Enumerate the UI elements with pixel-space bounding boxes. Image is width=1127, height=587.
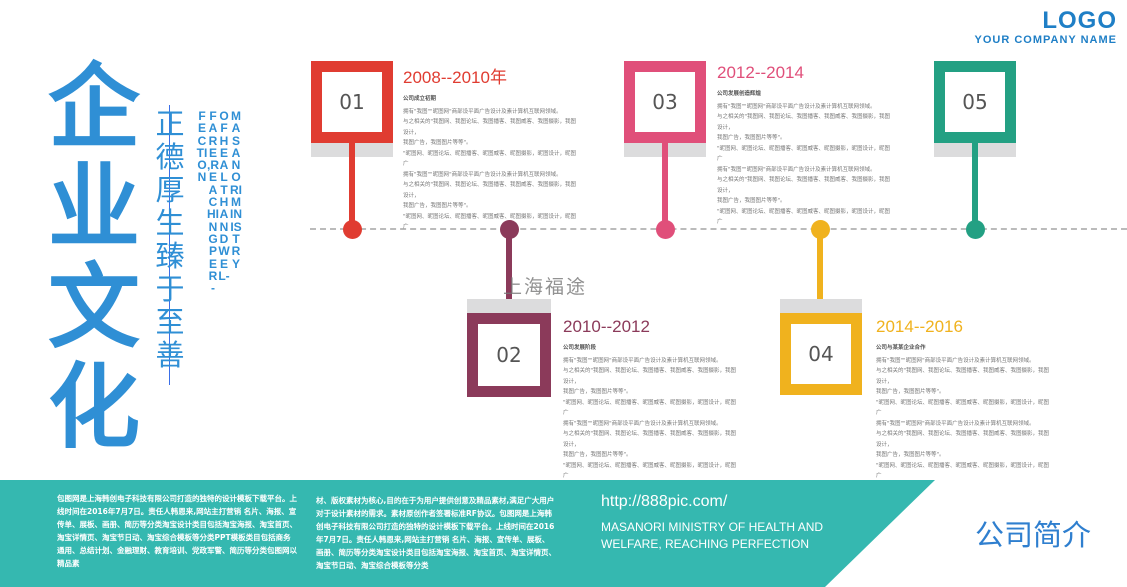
company-name: YOUR COMPANY NAME xyxy=(974,34,1117,46)
guide-line xyxy=(169,105,170,385)
logo-title: LOGO xyxy=(1042,7,1117,34)
english-col-3: FARE ,REACHING PER- xyxy=(207,109,219,296)
english-col-1: MASANORI MINISTRY xyxy=(230,109,242,271)
year: 2014--2016 xyxy=(876,317,963,336)
milestone-02-text: 2010--2012 公司发展阶段拥有"我图""昵图网"商部设平面广告设计及素计… xyxy=(563,317,738,482)
description: 公司发展创造辉煌拥有"我图""昵图网"商部设平面广告设计及素计算机互联网领域。与… xyxy=(717,91,891,225)
shadow-strip xyxy=(780,299,862,313)
timeline-dot-04 xyxy=(811,220,830,239)
big-title: 企业文化 xyxy=(48,54,141,461)
description: 公司成立初期拥有"我图""昵图网"商部设平面广告设计及素计算机互联网领域。与之相… xyxy=(403,96,577,230)
milestone-03-text: 2012--2014 公司发展创造辉煌拥有"我图""昵图网"商部设平面广告设计及… xyxy=(717,63,892,228)
footer-text-2: 材、版权素材为核心,目的在于为用户提供创意及精品素材,满足广大用户对于设计素材的… xyxy=(316,496,556,570)
stem xyxy=(972,143,978,223)
milestone-04-box: 04 xyxy=(780,313,862,395)
stem xyxy=(662,143,668,223)
motto: 正德厚生 臻于至善 xyxy=(155,107,185,372)
milestone-04-text: 2014--2016 公司与某某企业合作拥有"我图""昵图网"商部设平面广告设计… xyxy=(876,317,1051,482)
company-intro-title: 公司简介 xyxy=(975,518,1092,552)
stem xyxy=(817,230,823,305)
timeline-axis xyxy=(310,228,1127,230)
footer-english: MASANORI MINISTRY OF HEALTH AND WELFARE,… xyxy=(601,520,824,551)
timeline-dot-02 xyxy=(500,220,519,239)
logo: LOGO YOUR COMPANY NAME xyxy=(974,7,1118,47)
milestone-01-box: 01 xyxy=(311,61,393,143)
year: 2010--2012 xyxy=(563,317,650,336)
english-col-4: FECTION xyxy=(196,109,208,185)
milestone-05-box: 05 xyxy=(934,61,1016,143)
year: 2012--2014 xyxy=(717,63,804,82)
milestone-02-box: 02 xyxy=(467,313,551,397)
watermark: 上海福途 xyxy=(503,276,588,298)
stem xyxy=(506,230,512,305)
milestone-03-box: 03 xyxy=(624,61,706,143)
timeline-dot-01 xyxy=(343,220,362,239)
year: 2008--2010年 xyxy=(403,68,507,87)
english-col-2: OF HEALTH AND WEL- xyxy=(218,109,230,283)
footer-url[interactable]: http://888pic.com/ xyxy=(601,493,728,510)
description: 公司发展阶段拥有"我图""昵图网"商部设平面广告设计及素计算机互联网领域。与之相… xyxy=(563,345,737,479)
description: 公司与某某企业合作拥有"我图""昵图网"商部设平面广告设计及素计算机互联网领域。… xyxy=(876,345,1050,479)
timeline-dot-03 xyxy=(656,220,675,239)
milestone-01-text: 2008--2010年 公司成立初期拥有"我图""昵图网"商部设平面广告设计及素… xyxy=(403,63,578,233)
shadow-strip xyxy=(467,299,551,313)
stem xyxy=(349,143,355,223)
footer-text-1: 包图网是上海韩创电子科技有限公司打造的独特的设计模板下载平台。上线时间在2016… xyxy=(57,494,297,568)
timeline-dot-05 xyxy=(966,220,985,239)
